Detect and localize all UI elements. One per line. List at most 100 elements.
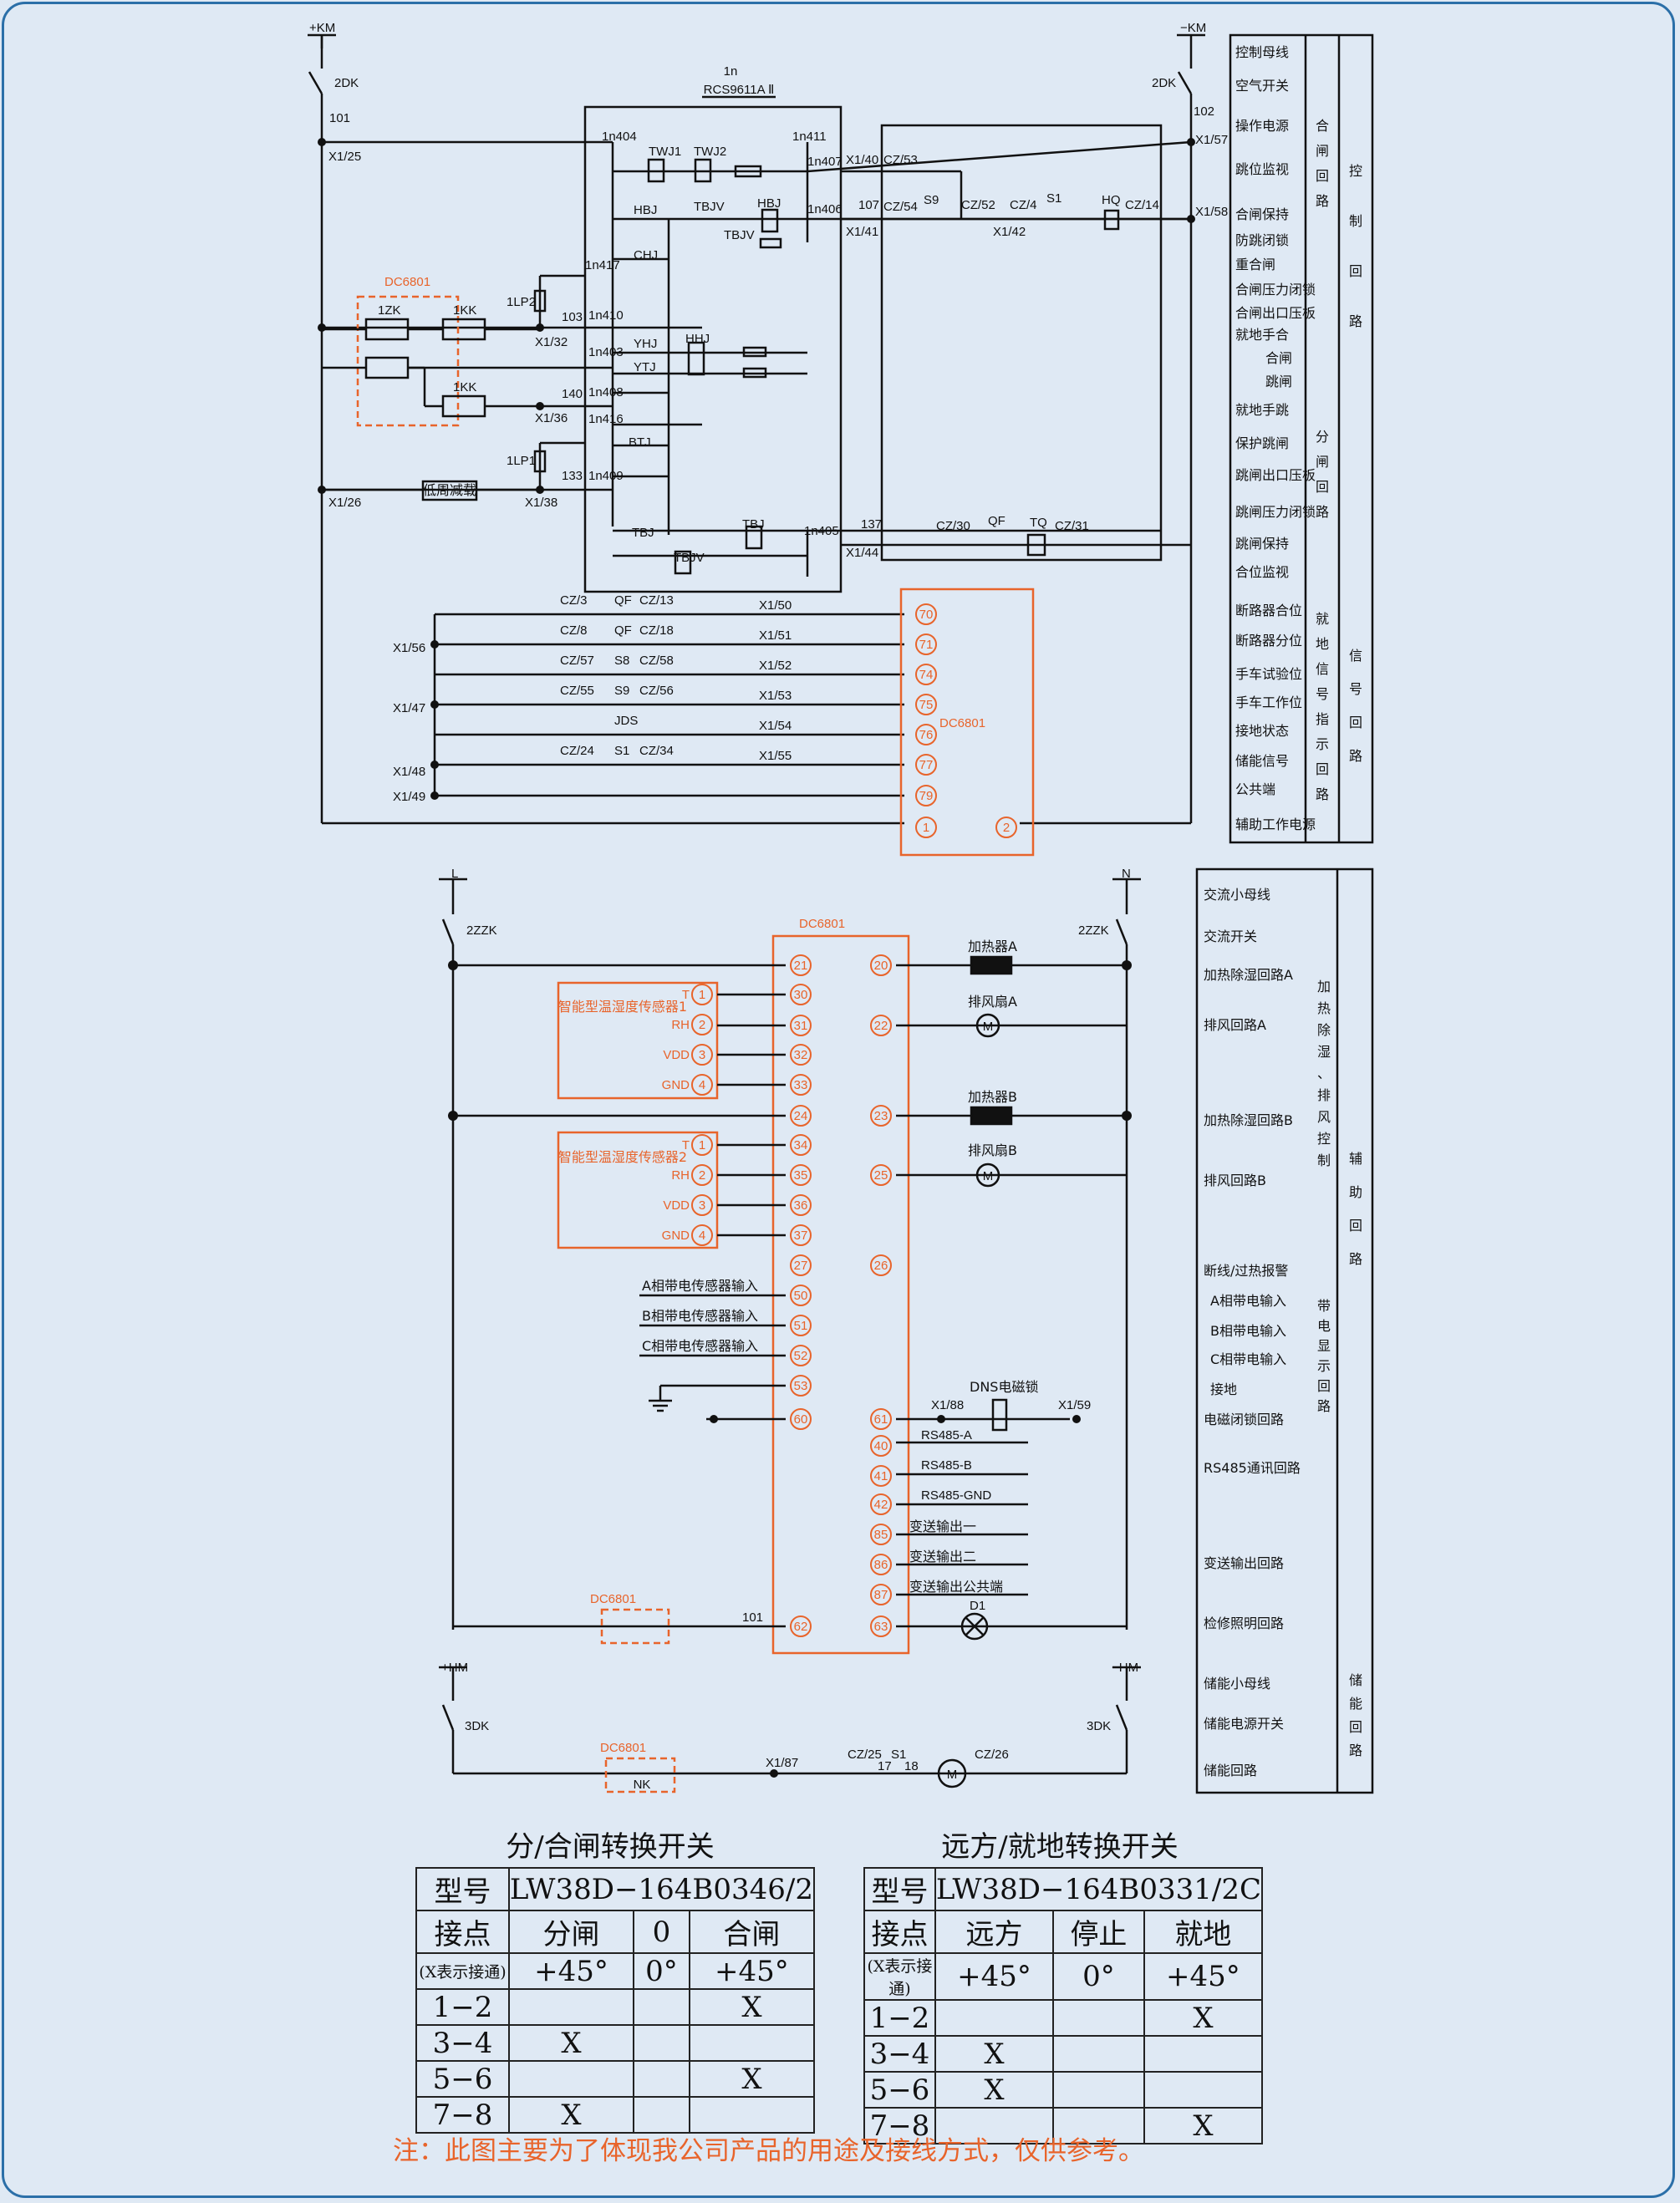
svg-text:33: 33 — [794, 1078, 808, 1092]
svg-text:37: 37 — [794, 1229, 808, 1243]
svg-text:36: 36 — [794, 1198, 808, 1213]
module-pin-left: 30 — [790, 984, 812, 1005]
legend-group-heat: 湿 — [1317, 1044, 1331, 1060]
module-pin-right: 63 — [870, 1615, 892, 1637]
bus-plus-km: +KM — [309, 21, 335, 35]
node-label: 1n409 — [588, 469, 624, 483]
legend-row-control: 辅助工作电源 — [1235, 817, 1316, 832]
terminal-label: X1/26 — [328, 496, 361, 510]
sensor-pin-name: GND — [662, 1229, 690, 1243]
contact-state — [688, 2024, 816, 2062]
legend-group-close: 回 — [1316, 168, 1329, 184]
contact-pair: 3−4 — [415, 2024, 510, 2062]
table1-title: 分/合闸转换开关 — [506, 1830, 715, 1864]
relay-label: TBJ — [632, 526, 654, 540]
wire-102: 102 — [1194, 104, 1214, 119]
svg-text:51: 51 — [794, 1319, 808, 1333]
switch-1zk: 1ZK — [378, 303, 401, 318]
svg-text:77: 77 — [919, 758, 934, 772]
angle-label: 0° — [1052, 1952, 1145, 2001]
legend-group-heat: 热 — [1317, 1000, 1331, 1016]
heater-a-label: 加热器A — [968, 939, 1017, 954]
angle-label: 0° — [633, 1952, 690, 1990]
model-label: 型号 — [415, 1867, 510, 1911]
storage-18: 18 — [904, 1759, 919, 1773]
contact-state — [633, 2096, 690, 2134]
position-label: 远方 — [934, 1910, 1055, 1954]
signal-pin: 75 — [915, 694, 937, 715]
module-pin-left: 52 — [790, 1345, 812, 1366]
signal-pin: 76 — [915, 724, 937, 745]
signal-pin: 74 — [915, 664, 937, 685]
legend-group-heat: 控 — [1317, 1131, 1331, 1147]
relay-label: TBJV — [674, 551, 705, 565]
svg-text:63: 63 — [874, 1620, 888, 1634]
dc6801-label-signal: DC6801 — [939, 716, 985, 730]
lock-terminal: X1/59 — [1058, 1398, 1091, 1412]
svg-text:2: 2 — [1003, 821, 1010, 835]
signal-terminal: X1/55 — [759, 749, 792, 763]
relay-label: HBJ — [757, 196, 781, 211]
storage-17: 17 — [878, 1759, 892, 1773]
contact-pair: 1−2 — [863, 1999, 936, 2037]
phase-input-label: A相带电传感器输入 — [642, 1278, 758, 1294]
terminal-label: X1/49 — [393, 790, 425, 804]
signal-contact: S1 — [614, 744, 629, 758]
svg-text:20: 20 — [874, 959, 888, 973]
sensor-pin: 4 — [691, 1074, 713, 1096]
legend-row-aux: 加热除湿回路A — [1204, 967, 1293, 983]
legend-row-control: 空气开关 — [1235, 78, 1289, 94]
aux-wire-101: 101 — [742, 1610, 763, 1625]
sensor-pin: 1 — [691, 1134, 713, 1156]
wire-number: 133 — [562, 469, 583, 483]
phase-input-label: B相带电传感器输入 — [642, 1308, 758, 1324]
legend-row-aux: 储能电源开关 — [1204, 1716, 1284, 1732]
module-pin-right: 86 — [870, 1554, 892, 1575]
legend-group-indicate: 信 — [1316, 661, 1329, 677]
legend-group-trip: 回 — [1316, 479, 1329, 495]
module-pin-left: 50 — [790, 1285, 812, 1306]
svg-text:85: 85 — [874, 1528, 888, 1542]
legend-group-store: 储 — [1349, 1672, 1362, 1688]
legend-row-aux: 断线/过热报警 — [1204, 1263, 1288, 1279]
legend-row-aux: A相带电输入 — [1210, 1293, 1286, 1309]
legend-row-control: 控制母线 — [1235, 44, 1289, 60]
terminal-label: X1/36 — [535, 411, 568, 425]
module-pin-left: 36 — [790, 1194, 812, 1216]
model-value: LW38D−164B0346/2 — [507, 1867, 816, 1911]
bus-n: N — [1122, 867, 1131, 881]
relay-label: YHJ — [634, 337, 657, 351]
contact-label: 接点 — [863, 1910, 936, 1954]
legend-row-aux: 排风回路B — [1204, 1173, 1266, 1188]
angle-label: +45° — [934, 1952, 1055, 2001]
signal-cz-left: CZ/57 — [560, 654, 594, 668]
svg-text:31: 31 — [794, 1019, 808, 1033]
legend-group-close: 合 — [1316, 118, 1329, 134]
signal-cz-right: CZ/34 — [639, 744, 674, 758]
svg-text:34: 34 — [794, 1138, 808, 1152]
contact-state: X — [688, 1988, 816, 2026]
sensor-pin-name: GND — [662, 1078, 690, 1092]
svg-text:86: 86 — [874, 1558, 888, 1572]
relay-label: HHJ — [685, 332, 710, 346]
legend-row-control: 手车试验位 — [1235, 666, 1302, 682]
node-label: 1n404 — [602, 130, 637, 144]
module-pin-left: 32 — [790, 1044, 812, 1066]
svg-text:1: 1 — [699, 988, 705, 1002]
storage-cz-right: CZ/26 — [975, 1748, 1009, 1762]
switch-1kk-b: 1KK — [453, 380, 476, 394]
svg-text:25: 25 — [874, 1168, 888, 1183]
module-pin-left: 34 — [790, 1134, 812, 1156]
angle-label: +45° — [1143, 1952, 1264, 2001]
svg-text:87: 87 — [874, 1588, 888, 1602]
node-label: 1n411 — [792, 130, 827, 144]
position-label: 分闸 — [507, 1910, 635, 1954]
legend-row-aux: 电磁闭锁回路 — [1204, 1412, 1284, 1427]
legend-row-control: 跳闸保持 — [1235, 536, 1289, 552]
signal-contact: QF — [614, 623, 632, 638]
legend-row-control: 操作电源 — [1235, 118, 1289, 134]
svg-text:40: 40 — [874, 1439, 888, 1453]
